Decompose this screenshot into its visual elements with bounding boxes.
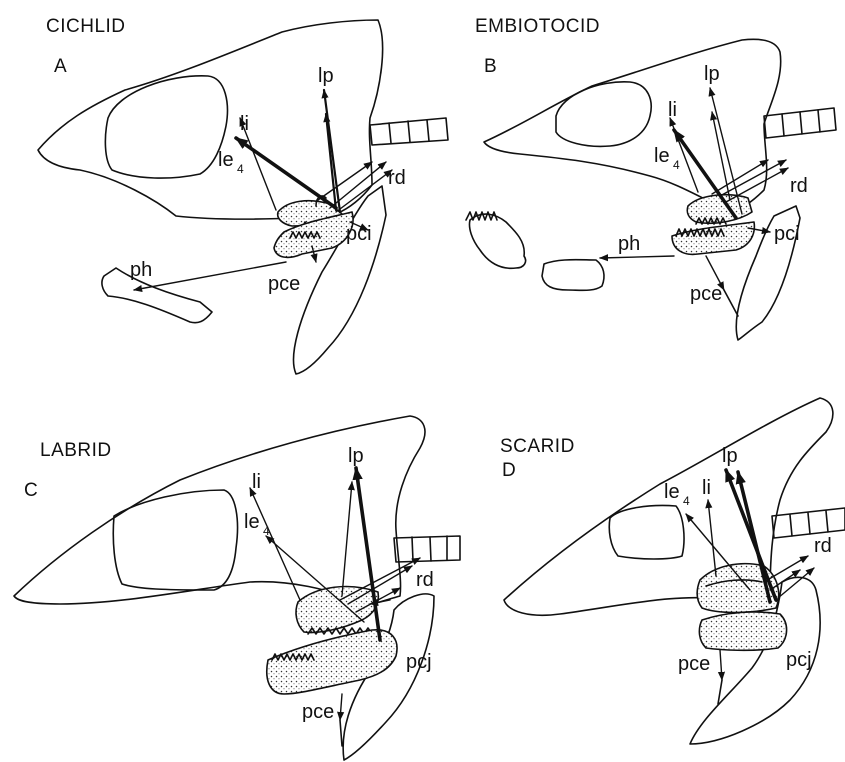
label-le-subscript: 4: [673, 158, 680, 172]
panel-letter: D: [502, 460, 516, 481]
vertebral-column: [772, 508, 845, 538]
panel-letter: B: [484, 56, 497, 77]
premaxilla: [469, 214, 525, 268]
label-le: le: [654, 145, 670, 167]
orbit-outline: [113, 490, 237, 590]
skull-outline: [484, 39, 781, 212]
label-rd: rd: [814, 535, 832, 557]
lower-pharyngeal-jaw: [672, 222, 754, 254]
label-lp: lp: [318, 65, 334, 87]
hyoid-bone: [102, 268, 212, 323]
label-le: le: [218, 149, 234, 171]
lower-pharyngeal-jaw: [699, 612, 786, 650]
label-li: li: [702, 477, 711, 499]
skull-outline: [504, 398, 833, 615]
panel-cichlid: CICHLID A lp li le: [38, 16, 448, 374]
panel-title: CICHLID: [46, 16, 126, 37]
label-li: li: [252, 471, 261, 493]
panel-title: LABRID: [40, 440, 112, 461]
vertebral-column: [370, 118, 448, 145]
orbit-outline: [556, 82, 651, 147]
hyoid-bone: [542, 260, 604, 291]
label-rd: rd: [416, 569, 434, 591]
panel-title: SCARID: [500, 436, 575, 457]
panel-letter: A: [54, 56, 67, 77]
label-ph: ph: [130, 259, 152, 281]
orbit-outline: [609, 506, 684, 560]
panel-embiotocid: EMBIOTOCID B lp li le 4: [466, 16, 836, 340]
label-pce: pce: [690, 283, 722, 305]
panel-scarid: SCARID D lp li le 4 rd pcj pce: [500, 398, 845, 744]
label-le-subscript: 4: [237, 162, 244, 176]
panel-title: EMBIOTOCID: [475, 16, 600, 37]
upper-pharyngeal-jaw: [687, 195, 752, 224]
label-pci: pci: [346, 223, 372, 245]
label-pcj: pcj: [406, 651, 432, 673]
label-lp: lp: [722, 445, 738, 467]
label-pce: pce: [302, 701, 334, 723]
vertebral-column: [764, 108, 836, 138]
label-pce: pce: [268, 273, 300, 295]
label-li: li: [668, 99, 677, 121]
label-le-subscript: 4: [263, 524, 270, 538]
panel-labrid: LABRID C lp li le 4 rd pcj pce: [14, 416, 460, 760]
label-lp: lp: [348, 445, 364, 467]
label-pce: pce: [678, 653, 710, 675]
label-le: le: [664, 481, 680, 503]
vertebral-column: [394, 536, 460, 562]
label-rd: rd: [388, 167, 406, 189]
lower-pharyngeal-jaw: [267, 630, 397, 694]
skull-outline: [38, 20, 383, 219]
label-pcj: pcj: [786, 649, 812, 671]
label-rd: rd: [790, 175, 808, 197]
label-pci: pci: [774, 223, 800, 245]
label-li: li: [240, 113, 249, 135]
label-lp: lp: [704, 63, 720, 85]
label-ph: ph: [618, 233, 640, 255]
label-le-subscript: 4: [683, 494, 690, 508]
label-le: le: [244, 511, 260, 533]
panel-letter: C: [24, 480, 38, 501]
